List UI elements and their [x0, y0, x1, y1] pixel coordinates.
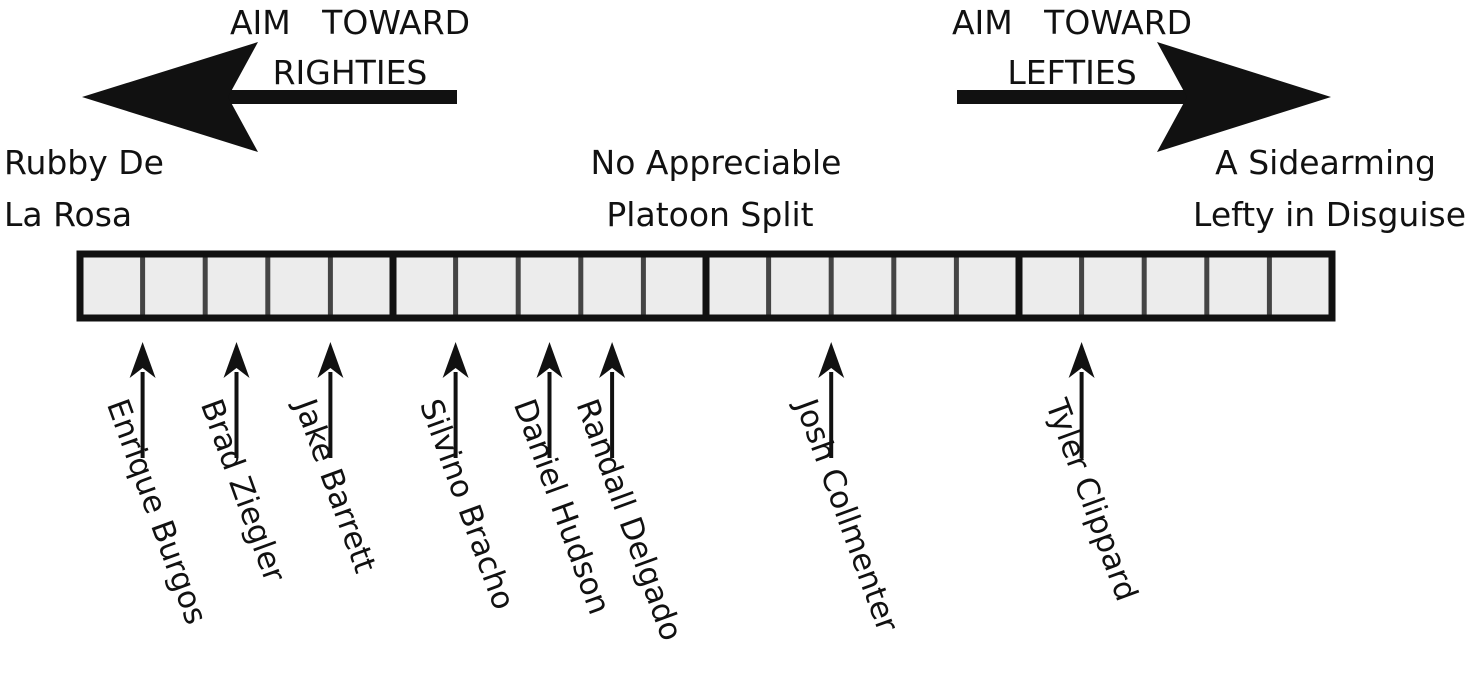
right-end-line1: A Sidearming [1215, 143, 1436, 182]
left-direction-line1: AIM TOWARD [230, 3, 470, 42]
pitcher-marker: Jake Barrett [286, 342, 383, 578]
right-direction-line2: LEFTIES [1007, 53, 1136, 92]
right-arrow-head-icon [1157, 42, 1331, 152]
right-direction-arrow [957, 42, 1331, 152]
pitcher-arrow-head-icon [317, 342, 344, 378]
pitcher-name-label: Josh Collmenter [787, 393, 905, 637]
pitcher-arrow-head-icon [442, 342, 469, 378]
pitcher-marker: Tyler Clippard [1038, 342, 1145, 606]
pitcher-arrow-head-icon [1068, 342, 1095, 378]
center-line2: Platoon Split [606, 195, 813, 234]
scale-bar-border [76, 250, 1336, 322]
pitcher-marker: Brad Ziegler [193, 342, 292, 587]
right-end-line2: Lefty in Disguise [1193, 195, 1466, 234]
pitcher-marker: Josh Collmenter [787, 342, 905, 637]
pitcher-arrow-head-icon [599, 342, 626, 378]
pitcher-name-label: Enrique Burgos [99, 394, 214, 629]
right-direction-line1: AIM TOWARD [952, 3, 1192, 42]
left-end-line1: Rubby De [4, 143, 164, 182]
pitcher-arrow-head-icon [536, 342, 563, 378]
pitcher-arrow-head-icon [818, 342, 845, 378]
right-arrow-shaft [957, 90, 1199, 104]
left-arrow-shaft [215, 90, 457, 104]
pitcher-marker: Enrique Burgos [99, 342, 214, 629]
left-direction-arrow [82, 42, 457, 152]
pitcher-name-label: Silvino Bracho [412, 394, 521, 614]
pitcher-name-label: Brad Ziegler [193, 394, 292, 587]
left-arrow-head-icon [82, 42, 258, 152]
pitcher-marker: Silvino Bracho [412, 342, 521, 614]
pitcher-name-label: Tyler Clippard [1038, 393, 1145, 605]
left-direction-line2: RIGHTIES [273, 53, 428, 92]
scale-bar [76, 250, 1336, 322]
pitcher-arrow-head-icon [129, 342, 156, 378]
pitcher-arrow-head-icon [223, 342, 250, 378]
pitcher-name-label: Jake Barrett [286, 393, 383, 578]
center-line1: No Appreciable [591, 143, 842, 182]
left-end-line2: La Rosa [4, 195, 132, 234]
scale-dividers [140, 254, 1272, 318]
